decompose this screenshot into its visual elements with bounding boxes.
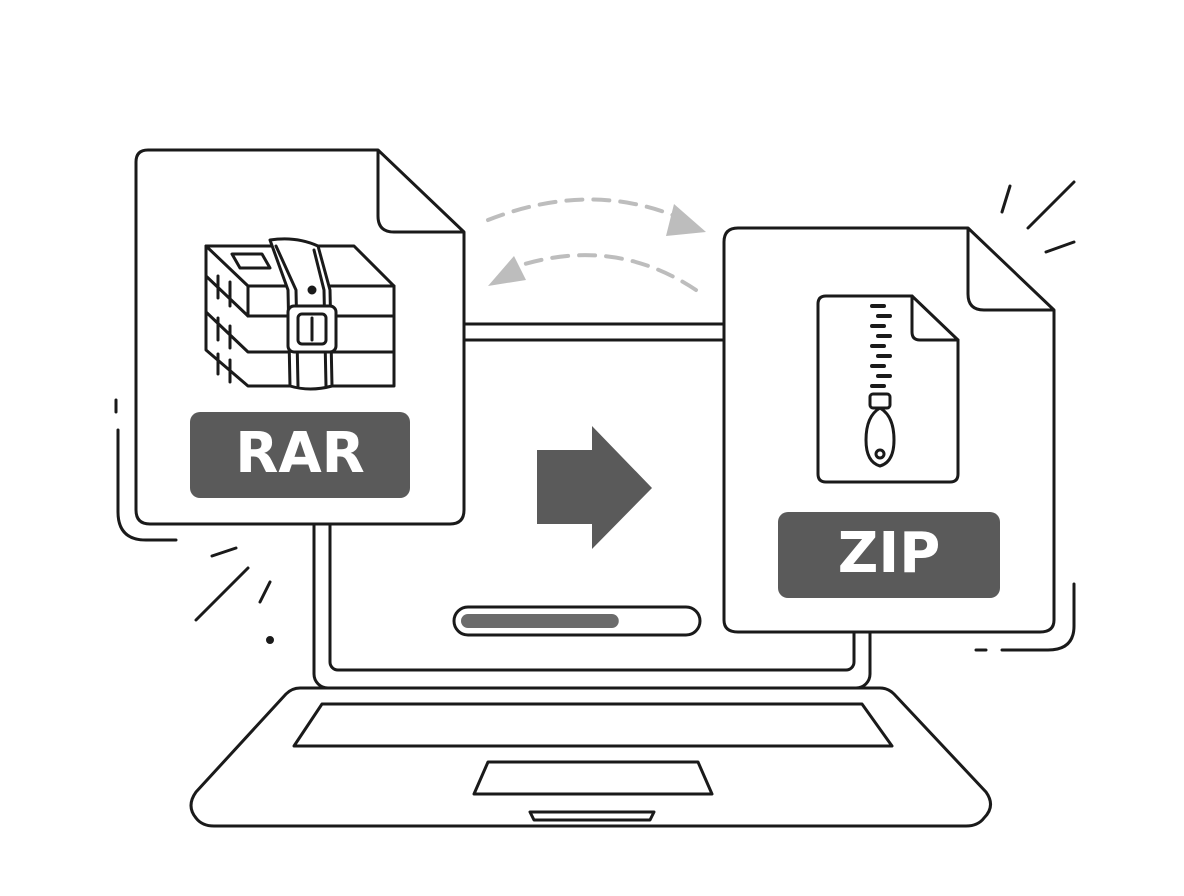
zip-badge [778,512,1000,598]
zip-badge-label: ZIP [838,521,940,586]
arrow-right-icon [537,426,652,549]
rar-file-fold [376,150,464,234]
motion-lines [114,180,1076,652]
laptop-base [189,686,992,828]
rar-badge-label: RAR [235,421,365,486]
zip-file: ZIP [722,226,1056,634]
progress-fill [461,614,619,628]
laptop-keyboard [292,702,894,748]
laptop-icon [189,322,992,828]
zip-file-fold [966,228,1054,312]
laptop-front-notch [528,810,656,822]
zip-zipper-icon [816,294,960,484]
progress-bar [452,605,702,637]
curved-dashed-arrows-icon [486,197,706,292]
rar-badge [190,412,410,498]
winrar-books-icon [204,237,396,391]
rar-file: RAR [134,148,466,526]
laptop-touchpad [472,760,714,796]
